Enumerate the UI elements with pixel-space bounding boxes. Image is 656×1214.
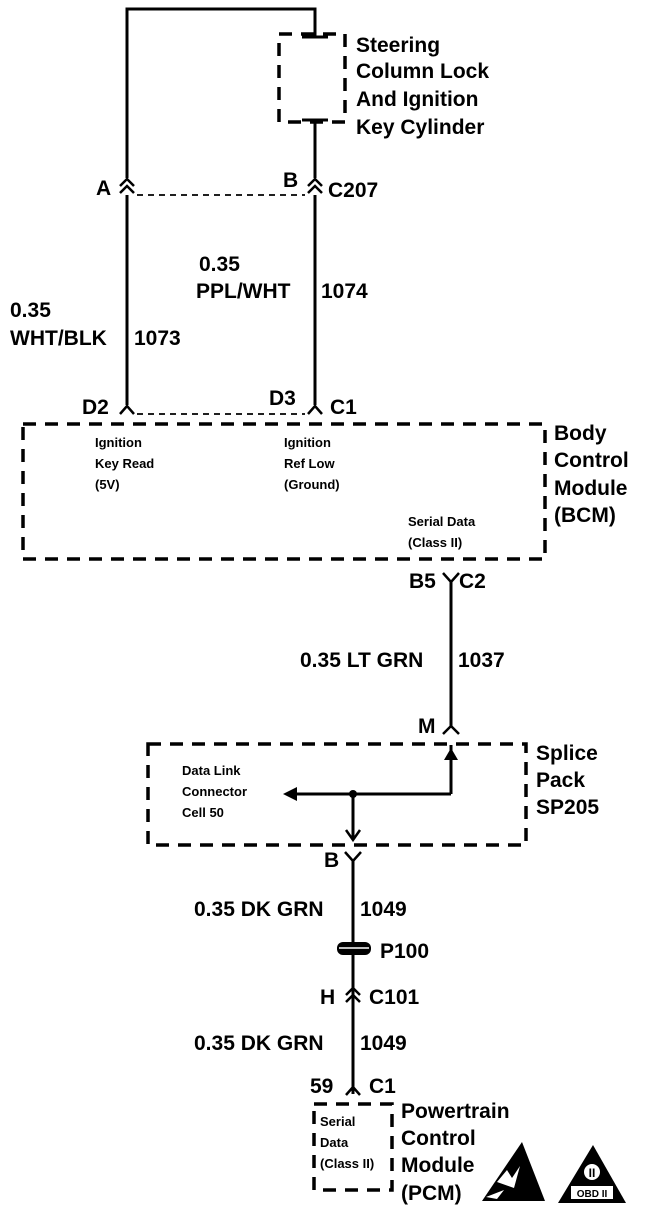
c207-name: C207 xyxy=(328,179,378,202)
connector-c101: H C101 xyxy=(320,986,420,1009)
wire-1049-lower-circuit: 1049 xyxy=(360,1032,407,1055)
c101-name: C101 xyxy=(369,986,420,1009)
bcm-key-read-2: Key Read xyxy=(95,456,154,471)
steering-lock-label-3: And Ignition xyxy=(356,88,478,111)
obd-badge-text: OBD II xyxy=(577,1189,608,1200)
wire-1074-gauge: 0.35 xyxy=(199,253,240,276)
wire-1074-circuit: 1074 xyxy=(321,280,368,303)
connector-p100: P100 xyxy=(337,940,429,963)
sp205-pin-m: M xyxy=(418,715,436,738)
bcm-label-2: Control xyxy=(554,449,629,472)
connector-pcm-c1: 59 C1 xyxy=(310,1070,396,1098)
powertrain-control-module: Serial Data (Class II) Powertrain Contro… xyxy=(312,1100,510,1205)
bcm-c2-name: C2 xyxy=(459,570,486,593)
obd-ii-icon: II OBD II xyxy=(558,1145,626,1203)
splice-pack-box xyxy=(146,742,528,847)
bcm-c1-pin-d3: D3 xyxy=(269,387,296,410)
connector-sp205-m: M xyxy=(418,715,460,738)
pcm-c1-name: C1 xyxy=(369,1075,396,1098)
connector-sp205-b: B xyxy=(324,849,362,872)
splice-dlc-3: Cell 50 xyxy=(182,805,224,820)
c101-pin: H xyxy=(320,986,335,1009)
sp205-pin-b: B xyxy=(324,849,339,872)
wire-1049-upper-circuit: 1049 xyxy=(360,898,407,921)
splice-label-1: Splice xyxy=(536,742,598,765)
c207-pin-a: A xyxy=(96,177,111,200)
bcm-serial-data-1: Serial Data xyxy=(408,514,476,529)
steering-lock-box xyxy=(277,32,347,124)
splice-label-2: Pack xyxy=(536,769,585,792)
wire-loop-top xyxy=(125,7,317,178)
connector-c207: A B C207 xyxy=(96,169,378,202)
bcm-key-read-1: Ignition xyxy=(95,435,142,450)
bcm-key-read-3: (5V) xyxy=(95,477,120,492)
pcm-serial-1: Serial xyxy=(320,1114,355,1129)
bcm-ref-low-1: Ignition xyxy=(284,435,331,450)
wire-1073-circuit: 1073 xyxy=(134,327,181,350)
bcm-label-3: Module xyxy=(554,477,628,500)
connector-bcm-c2: B5 C2 xyxy=(409,570,486,593)
esd-warning-icon xyxy=(482,1142,545,1201)
p100-label: P100 xyxy=(380,940,429,963)
bcm-ref-low-3: (Ground) xyxy=(284,477,340,492)
steering-lock-label-1: Steering xyxy=(356,34,440,57)
wire-1073-gauge: 0.35 xyxy=(10,299,51,322)
obd-roman-two: II xyxy=(589,1166,596,1180)
splice-dlc-1: Data Link xyxy=(182,763,241,778)
bcm-label-4: (BCM) xyxy=(554,504,616,527)
wire-1049-upper-gauge-color: 0.35 DK GRN xyxy=(194,898,324,921)
pcm-box xyxy=(312,1102,394,1192)
pcm-label-4: (PCM) xyxy=(401,1182,462,1205)
pcm-label-3: Module xyxy=(401,1154,475,1177)
wire-1073-color: WHT/BLK xyxy=(10,327,107,350)
splice-dlc-2: Connector xyxy=(182,784,247,799)
steering-lock-label-4: Key Cylinder xyxy=(356,116,484,139)
pcm-serial-2: Data xyxy=(320,1135,349,1150)
pcm-serial-3: (Class II) xyxy=(320,1156,374,1171)
pcm-label-1: Powertrain xyxy=(401,1100,510,1123)
connector-bcm-c1: D2 D3 C1 xyxy=(82,387,357,419)
steering-lock-label-2: Column Lock xyxy=(356,60,489,83)
steering-column-lock: Steering Column Lock And Ignition Key Cy… xyxy=(277,32,489,139)
bcm-c2-pin: B5 xyxy=(409,570,436,593)
body-control-module: Ignition Key Read (5V) Ignition Ref Low … xyxy=(21,422,629,561)
c207-pin-b: B xyxy=(283,169,298,192)
bcm-c1-name: C1 xyxy=(330,396,357,419)
wire-1037-gauge-color: 0.35 LT GRN xyxy=(300,649,423,672)
splice-label-3: SP205 xyxy=(536,796,599,819)
wire-1074-color: PPL/WHT xyxy=(196,280,291,303)
splice-pack: Data Link Connector Cell 50 Splice Pack … xyxy=(146,742,599,847)
bcm-serial-data-2: (Class II) xyxy=(408,535,462,550)
wire-1037-circuit: 1037 xyxy=(458,649,505,672)
pcm-c1-pin: 59 xyxy=(310,1075,333,1098)
wire-1049-lower-gauge-color: 0.35 DK GRN xyxy=(194,1032,324,1055)
bcm-label-1: Body xyxy=(554,422,607,445)
pcm-label-2: Control xyxy=(401,1127,476,1150)
bcm-ref-low-2: Ref Low xyxy=(284,456,335,471)
bcm-c1-pin-d2: D2 xyxy=(82,396,109,419)
